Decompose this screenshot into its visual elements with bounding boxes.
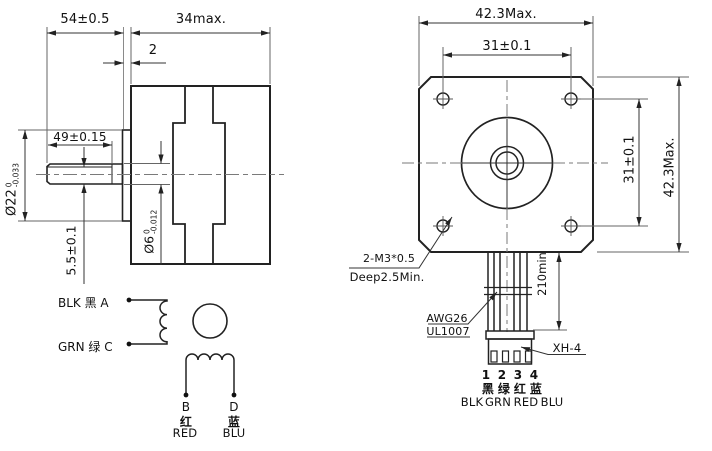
pin-color-cn-4: 蓝 [529,382,543,396]
wiring-terminal-dots [126,297,237,398]
leader-lines [349,216,586,355]
wire-type-label: UL1007 [426,325,470,338]
thread-note-line1: 2-M3*0.5 [362,252,416,265]
front-view-centerlines [402,80,608,332]
dim-body-length: 34max. [175,12,227,27]
dim-flat-length: 49±0.15 [53,130,107,144]
connector-type-label: XH-4 [552,341,582,355]
thread-note-line2: Deep2.5Min. [349,270,425,284]
pin-color-en-1: BLK [460,395,484,409]
tolerance-lower: -0.033 [11,163,20,188]
dim-overall-length: 54±0.5 [60,12,110,27]
pin-number-1: 1 [481,368,491,382]
dim-hole-spacing-horizontal: 31±0.1 [482,39,532,54]
dim-face-height: 42.3Max. [662,137,678,198]
pin-color-en-2: GRN [484,395,512,409]
front-view-hole-crosses [433,89,581,236]
pin-color-cn-2: 绿 [497,382,511,396]
pin-color-cn-3: 红 [513,382,527,396]
pin-number-3: 3 [513,368,523,382]
wiring-lead-d-label: D [229,400,239,414]
pin-number-4: 4 [529,368,539,382]
side-view-extension-lines [18,27,271,222]
wiring-lead-d-color-en: BLU [222,426,246,440]
lead-wires [484,252,532,331]
wiring-lead-b-color-en: RED [172,426,198,440]
pin-color-cn-1: 黑 [481,382,495,396]
wiring-diagram-lines [131,299,235,395]
pin-color-en-4: BLU [540,395,564,409]
pin-color-en-3: RED [513,395,539,409]
dim-lead-length: 210min [535,252,549,296]
pin-number-2: 2 [497,368,507,382]
tolerance-lower: -0.012 [148,209,158,234]
wiring-lead-b-label: B [181,400,191,414]
dim-face-width: 42.3Max. [475,7,537,22]
wiring-lead-a-label: BLK 黑 A [58,296,109,310]
front-view-extension-lines [418,16,689,331]
dim-shaft-flat: 5.5±0.1 [63,225,79,276]
wiring-lead-c-label: GRN 绿 C [58,340,113,354]
wire-gauge-label: AWG26 [426,312,468,325]
wiring-lead-b-color-cn: 红 [179,415,193,429]
side-view-arrowheads [22,30,270,221]
front-view-outline [418,76,594,253]
front-view-dimension-lines [419,22,680,330]
wiring-lead-d-color-cn: 蓝 [227,415,241,429]
dim-hole-spacing-vertical: 31±0.1 [622,135,638,184]
dim-boss-thickness: 2 [148,43,158,58]
front-view-arrowheads [419,20,682,352]
